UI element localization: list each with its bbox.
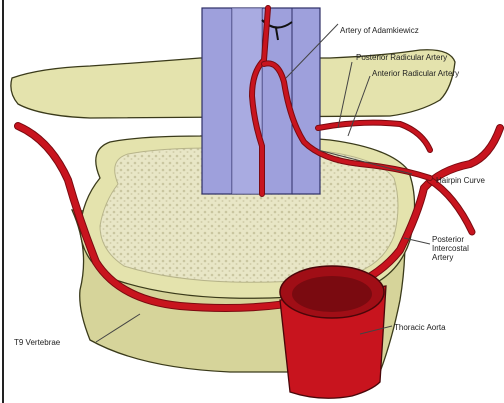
label-anterior-radicular-artery: Anterior Radicular Artery: [372, 69, 459, 78]
label-artery-of-adamkiewicz: Artery of Adamkiewicz: [340, 26, 419, 35]
thoracic-aorta: [280, 266, 386, 398]
label-hairpin-curve: Hairpin Curve: [436, 176, 485, 185]
label-thoracic-aorta: Thoracic Aorta: [394, 323, 446, 332]
label-posterior-intercostal-2: Intercostal: [432, 244, 469, 253]
label-posterior-intercostal-1: Posterior: [432, 235, 464, 244]
left-border: [2, 0, 4, 403]
label-posterior-radicular-artery: Posterior Radicular Artery: [356, 53, 447, 62]
label-t9-vertebrae: T9 Vertebrae: [14, 338, 61, 347]
label-posterior-intercostal-3: Artery: [432, 253, 453, 262]
